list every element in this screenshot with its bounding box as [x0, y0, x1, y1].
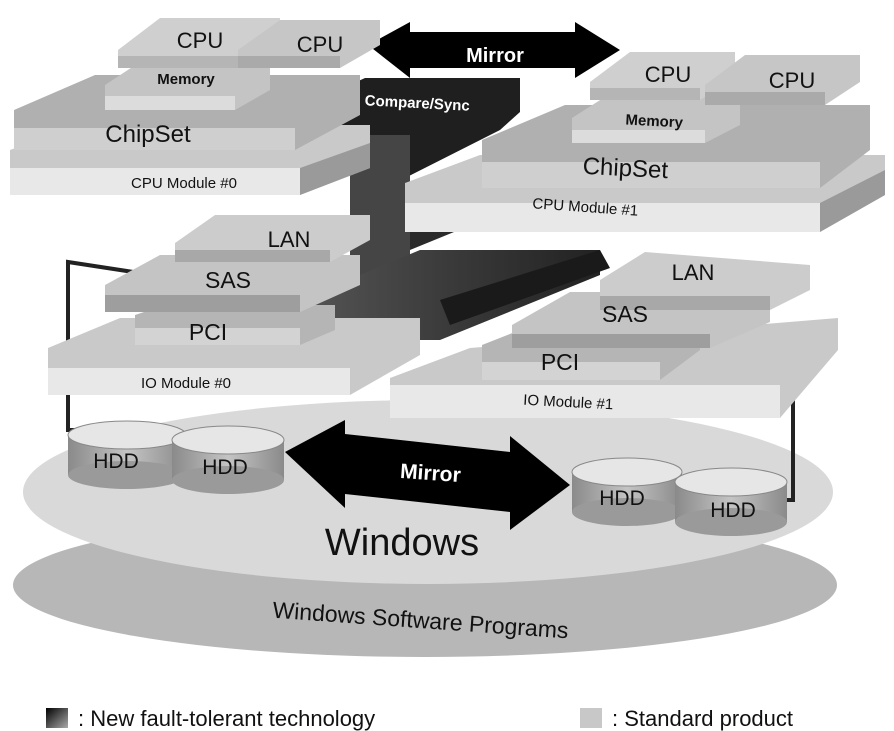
- lan-1-label: LAN: [672, 260, 715, 285]
- compare-sync-label: Compare/Sync: [364, 92, 470, 114]
- legend-new-tech-label: : New fault-tolerant technology: [78, 706, 375, 731]
- hdd-left-1: [67, 420, 187, 489]
- pci-0-label: PCI: [189, 319, 227, 345]
- memory-0-label: Memory: [157, 71, 215, 88]
- hdd-right-2-label: HDD: [710, 499, 756, 522]
- disk-mirror-arrow: [285, 420, 570, 530]
- hdd-right-1-label: HDD: [599, 487, 645, 510]
- windows-label: Windows: [325, 522, 479, 564]
- top-mirror-label: Mirror: [466, 45, 524, 67]
- hdd-left-2-label: HDD: [202, 456, 248, 479]
- chipset-1-label: ChipSet: [582, 153, 669, 184]
- memory-1-label: Memory: [625, 112, 684, 132]
- cpu-module-0-label: CPU Module #0: [131, 175, 237, 192]
- cpu-module-0: [10, 18, 380, 195]
- pci-1-label: PCI: [541, 349, 579, 375]
- chipset-0-label: ChipSet: [105, 121, 191, 148]
- hdd-right-2: [674, 467, 788, 536]
- legend-standard-swatch: [580, 708, 602, 728]
- lan-1: [600, 252, 810, 310]
- top-mirror-arrow: [368, 22, 620, 78]
- disk-mirror-label: Mirror: [399, 460, 461, 487]
- sas-0-label: SAS: [205, 267, 251, 293]
- hdd-left-1-label: HDD: [93, 450, 139, 473]
- io-module-1-label: IO Module #1: [523, 392, 614, 414]
- io-module-0: [48, 215, 420, 395]
- io-module-1: [390, 252, 838, 418]
- legend-standard-label: : Standard product: [612, 706, 793, 731]
- legend-new-tech-swatch: [46, 708, 68, 728]
- lan-0-label: LAN: [268, 227, 311, 252]
- cpu-1a-label: CPU: [645, 62, 691, 87]
- cpu-0b-label: CPU: [297, 32, 343, 57]
- hdd-right-1: [571, 457, 683, 526]
- sas-1-label: SAS: [602, 301, 648, 327]
- cpu-1b-label: CPU: [769, 68, 815, 93]
- cpu-module-1: [405, 52, 885, 232]
- cpu-0a-label: CPU: [177, 28, 223, 53]
- io-module-0-label: IO Module #0: [141, 375, 231, 392]
- hdd-left-2: [171, 425, 285, 494]
